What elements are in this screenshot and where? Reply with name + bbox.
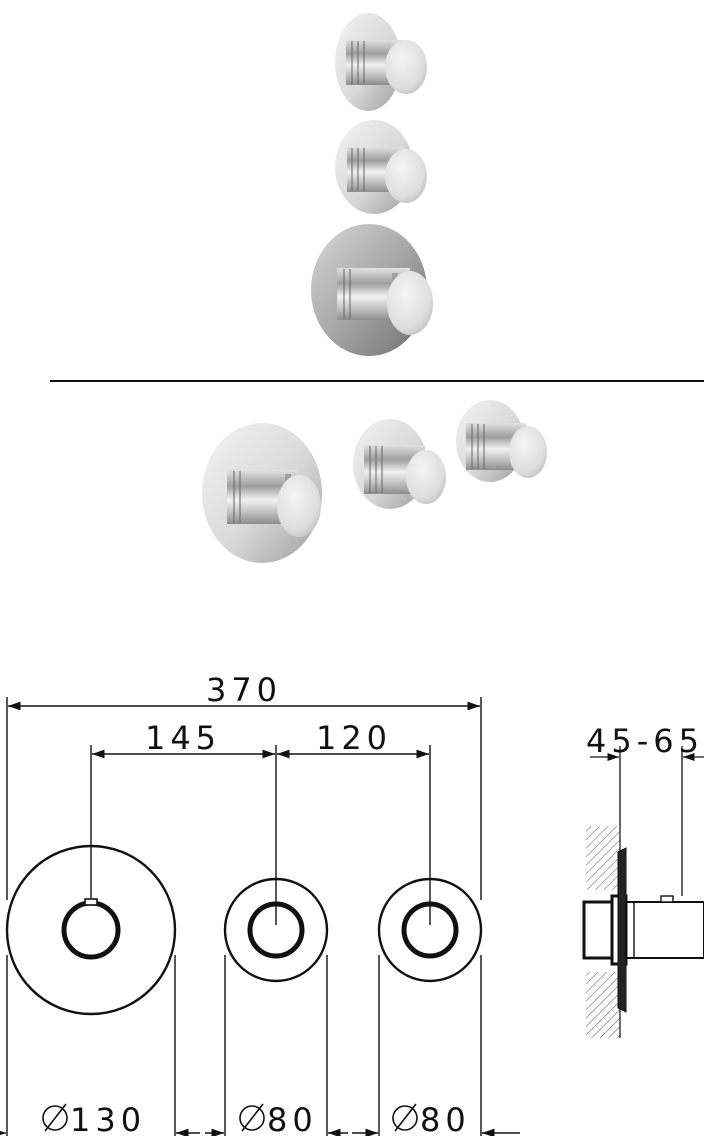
- diameter-symbol-icon: [42, 1105, 68, 1131]
- svg-text:80: 80: [420, 1101, 471, 1136]
- wall-hatch-top: [586, 826, 620, 890]
- render-row-thermostatic-knob: [202, 423, 322, 563]
- wall-hatch-bottom: [586, 972, 620, 1038]
- front-view-drawing: [0, 697, 520, 1136]
- diameter-symbol-icon: [392, 1105, 418, 1131]
- diameter-large-label: 130: [42, 1101, 146, 1136]
- svg-text:80: 80: [267, 1101, 318, 1136]
- render-row-knob-small-1: [353, 419, 446, 509]
- svg-text:130: 130: [70, 1101, 146, 1136]
- dimension-spacing-left-label: 145: [145, 719, 221, 757]
- render-thermostatic-knob: [311, 224, 433, 356]
- large-plate-outline: [5, 844, 177, 1016]
- diameter-symbol-icon: [239, 1105, 265, 1131]
- render-row-knob-small-2: [456, 400, 547, 482]
- dimension-spacing-right-label: 120: [316, 719, 392, 757]
- dimension-depth-label: 45-65: [586, 722, 704, 760]
- render-knob-small-top: [335, 13, 427, 111]
- large-knob-outline: [61, 900, 121, 960]
- render-knob-small-middle: [335, 120, 427, 214]
- dimension-overall-label: 370: [206, 671, 282, 709]
- side-view-drawing: [582, 746, 704, 1038]
- diameter-small-1-label: 80: [239, 1101, 318, 1136]
- diameter-small-2-label: 80: [392, 1101, 471, 1136]
